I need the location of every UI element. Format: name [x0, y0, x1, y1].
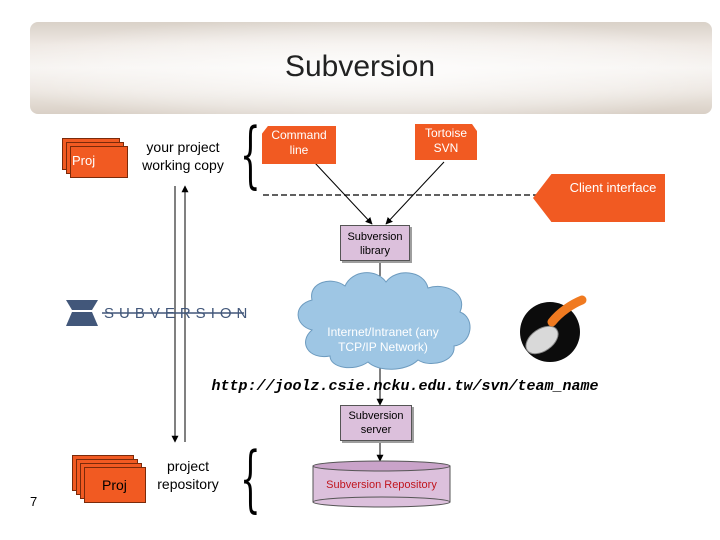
network-plug-image [520, 295, 587, 362]
project-label: Proj [102, 477, 127, 493]
tortoise-arrow [385, 161, 445, 225]
network-cloud [297, 272, 471, 370]
repository-url: http://joolz.csie.ncku.edu.tw/svn/team_n… [211, 378, 599, 395]
subversion-logo-mark [66, 300, 244, 326]
subversion-library-box: Subversion library [340, 225, 410, 261]
repository-label: Subversion Repository [326, 479, 437, 491]
command-line-arrow [314, 162, 373, 225]
client-interface-box: Client interface [533, 174, 665, 222]
repository-cylinder [312, 460, 451, 508]
repository-brace: { [240, 436, 261, 520]
working-copy-brace: { [240, 112, 261, 196]
command-line-box: Command line [262, 126, 336, 164]
title-banner-glow [30, 22, 712, 114]
working-copy-label: your project working copy [142, 139, 224, 173]
project-label: Proj [72, 153, 96, 168]
subversion-server-box: Subversion server [340, 405, 412, 441]
project-repository-label: project repository [157, 458, 219, 492]
subversion-logo-text: SUBVERSION [104, 305, 253, 322]
page-number: 7 [30, 494, 38, 509]
project-files-icon: Proj [62, 138, 128, 178]
network-label: Internet/Intranet (any TCP/IP Network) [327, 325, 439, 354]
tortoise-svn-box: Tortoise SVN [415, 124, 477, 160]
slide-title: Subversion [284, 50, 436, 83]
repository-files-icon: Proj [72, 455, 146, 503]
